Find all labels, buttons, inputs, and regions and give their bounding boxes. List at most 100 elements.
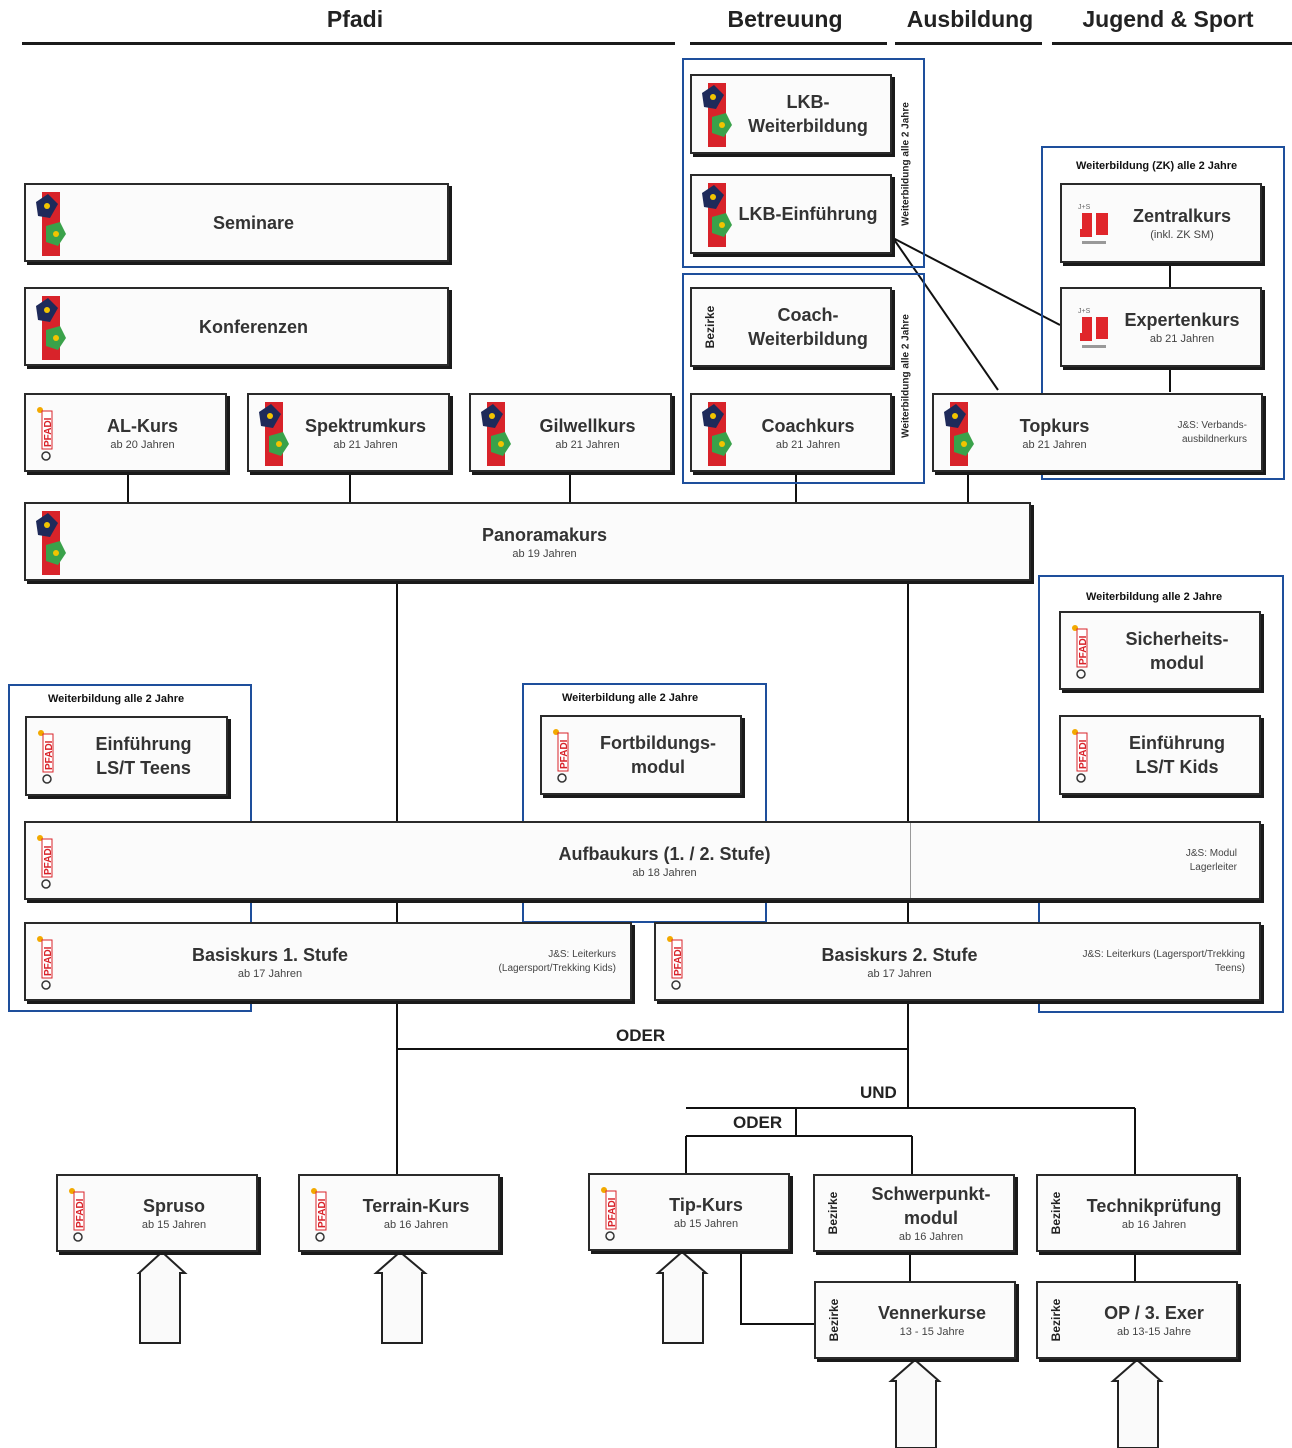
group-lkb-label: Weiterbildung alle 2 Jahre: [900, 102, 912, 226]
course-title: Coach-Weiterbildung: [748, 305, 868, 349]
bezirke-tag: Bezirke: [1049, 1191, 1063, 1235]
course-op-exer[interactable]: Bezirke OP / 3. Exer ab 13-15 Jahre: [1036, 1281, 1238, 1359]
pfadi-schweiz-logo-icon: PFADI: [1072, 729, 1089, 783]
svg-text:PFADI: PFADI: [317, 1198, 328, 1228]
course-al-kurs[interactable]: PFADI AL-Kurs ab 20 Jahren: [24, 393, 227, 472]
course-basiskurs1[interactable]: PFADI Basiskurs 1. Stufe ab 17 Jahren J&S…: [24, 922, 632, 1001]
course-title: Aufbaukurs (1. / 2. Stufe): [558, 843, 771, 864]
course-title: OP / 3. Exer: [1104, 1303, 1204, 1323]
course-subtitle: ab 21 Jahren: [1149, 333, 1215, 345]
header-rule-jugend-sport: [1052, 42, 1292, 45]
course-title: LKB-Einführung: [738, 204, 878, 224]
course-subtitle: ab 13-15 Jahre: [1117, 1326, 1191, 1338]
course-title: Basiskurs 1. Stufe: [191, 944, 349, 965]
course-subtitle: ab 17 Jahren: [237, 967, 303, 980]
course-title: Sicherheits-modul: [1125, 628, 1229, 673]
course-subtitle: ab 16 Jahren: [898, 1231, 964, 1243]
group-sicherheit-label: Weiterbildung alle 2 Jahre: [1086, 591, 1223, 603]
course-title: Topkurs: [1019, 415, 1090, 436]
svg-text:J+S: J+S: [1078, 308, 1091, 315]
course-panoramakurs[interactable]: Panoramakurs ab 19 Jahren: [24, 502, 1031, 581]
svg-text:PFADI: PFADI: [43, 946, 54, 976]
course-subtitle: ab 21 Jahren: [333, 438, 398, 451]
connector-label-und: UND: [860, 1083, 897, 1102]
group-fortbildung-label: Weiterbildung alle 2 Jahre: [562, 692, 699, 704]
js-note: J&S: Leiterkurs (Lagersport/Trekking Kid…: [498, 948, 616, 974]
pfadi-schweiz-logo-icon: PFADI: [37, 936, 54, 990]
group-coach: [682, 273, 925, 484]
course-subtitle: ab 17 Jahren: [867, 967, 932, 980]
course-subtitle: ab 15 Jahren: [141, 1219, 207, 1231]
course-subtitle: 13 - 15 Jahre: [899, 1326, 965, 1338]
course-spektrumkurs[interactable]: Spektrumkurs ab 21 Jahren: [247, 393, 450, 472]
pfadi-scout-logo-icon: [36, 511, 66, 575]
pfadi-scout-logo-icon: [36, 296, 66, 360]
js-logo-icon: J+S: [1078, 204, 1108, 244]
svg-text:PFADI: PFADI: [1078, 635, 1089, 665]
course-title: Spektrumkurs: [304, 415, 427, 436]
course-subtitle: (inkl. ZK SM): [1150, 229, 1214, 241]
course-einfuehrung-teens[interactable]: PFADI Einführung LS/T Teens: [25, 716, 228, 796]
course-seminare[interactable]: Seminare: [24, 183, 449, 262]
group-fortbildung: [522, 683, 767, 923]
svg-text:PFADI: PFADI: [43, 417, 54, 447]
course-title: Zentralkurs: [1132, 206, 1232, 226]
course-subtitle: ab 21 Jahren: [775, 438, 841, 451]
course-title: Technikprüfung: [1086, 1196, 1222, 1216]
connector-label-oder-main: ODER: [616, 1026, 666, 1045]
course-title: Konferenzen: [198, 316, 308, 337]
pfadi-scout-logo-icon: [481, 402, 511, 466]
svg-text:PFADI: PFADI: [673, 946, 684, 976]
bezirke-tag: Bezirke: [1049, 1298, 1063, 1342]
bezirke-tag: Bezirke: [826, 1191, 840, 1235]
course-title: Spruso: [142, 1196, 205, 1216]
header-jugend-sport: Jugend & Sport: [1082, 6, 1254, 32]
course-aufbaukurs[interactable]: PFADI Aufbaukurs (1. / 2. Stufe)ab 18 Ja…: [24, 821, 1261, 900]
course-subtitle: ab 19 Jahren: [512, 547, 577, 560]
course-title: Panoramakurs: [481, 524, 608, 545]
group-sicherheit: [1038, 575, 1284, 1013]
course-subtitle: ab 20 Jahren: [110, 438, 175, 451]
pfadi-schweiz-logo-icon: PFADI: [311, 1188, 328, 1242]
course-title: Tip-Kurs: [669, 1195, 743, 1215]
course-coach-weiterbildung[interactable]: Bezirke Coach-Weiterbildung: [690, 287, 892, 367]
course-title: Vennerkurse: [877, 1303, 987, 1323]
course-einfuehrung-kids[interactable]: PFADI Einführung LS/T Kids: [1059, 715, 1261, 795]
pfadi-scout-logo-icon: [36, 192, 66, 256]
js-logo-icon: J+S: [1078, 308, 1108, 348]
course-title: AL-Kurs: [107, 415, 178, 436]
course-title: Einführung LS/T Kids: [1129, 733, 1225, 777]
pfadi-schweiz-logo-icon: PFADI: [37, 407, 54, 461]
course-fortbildungsmodul[interactable]: PFADI Fortbildungs-modul: [540, 715, 742, 795]
course-subtitle: ab 21 Jahren: [1022, 438, 1087, 451]
js-note: J&S: Leiterkurs (Lagersport/Trekking Tee…: [1082, 948, 1245, 974]
course-subtitle: ab 16 Jahren: [383, 1219, 449, 1231]
js-note: J&S: Modul Lagerleiter: [1185, 847, 1237, 873]
header-rule-ausbildung: [895, 42, 1042, 45]
group-zk-label: Weiterbildung (ZK) alle 2 Jahre: [1076, 160, 1238, 172]
course-zentralkurs[interactable]: J+S Zentralkurs (inkl. ZK SM): [1060, 183, 1262, 263]
course-terrain-kurs[interactable]: PFADI Terrain-Kurs ab 16 Jahren: [298, 1174, 500, 1252]
pfadi-scout-logo-icon: [259, 402, 289, 466]
course-subtitle: ab 21 Jahren: [555, 438, 620, 451]
svg-text:J+S: J+S: [1078, 204, 1091, 211]
course-title: Terrain-Kurs: [362, 1196, 470, 1216]
course-basiskurs2[interactable]: PFADI Basiskurs 2. Stufe ab 17 Jahren J&S…: [654, 922, 1261, 1001]
svg-text:PFADI: PFADI: [607, 1197, 618, 1227]
course-lkb-weiterbildung[interactable]: LKB-Weiterbildung: [690, 74, 892, 154]
course-lkb-einfuehrung[interactable]: LKB-Einführung: [690, 174, 892, 254]
course-sicherheitsmodul[interactable]: PFADI Sicherheits-modul: [1059, 611, 1261, 690]
pfadi-schweiz-logo-icon: PFADI: [601, 1187, 618, 1241]
course-title: Basiskurs 2. Stufe: [821, 944, 978, 965]
course-title: Fortbildungs-modul: [600, 733, 716, 777]
course-konferenzen[interactable]: Konferenzen: [24, 287, 449, 366]
